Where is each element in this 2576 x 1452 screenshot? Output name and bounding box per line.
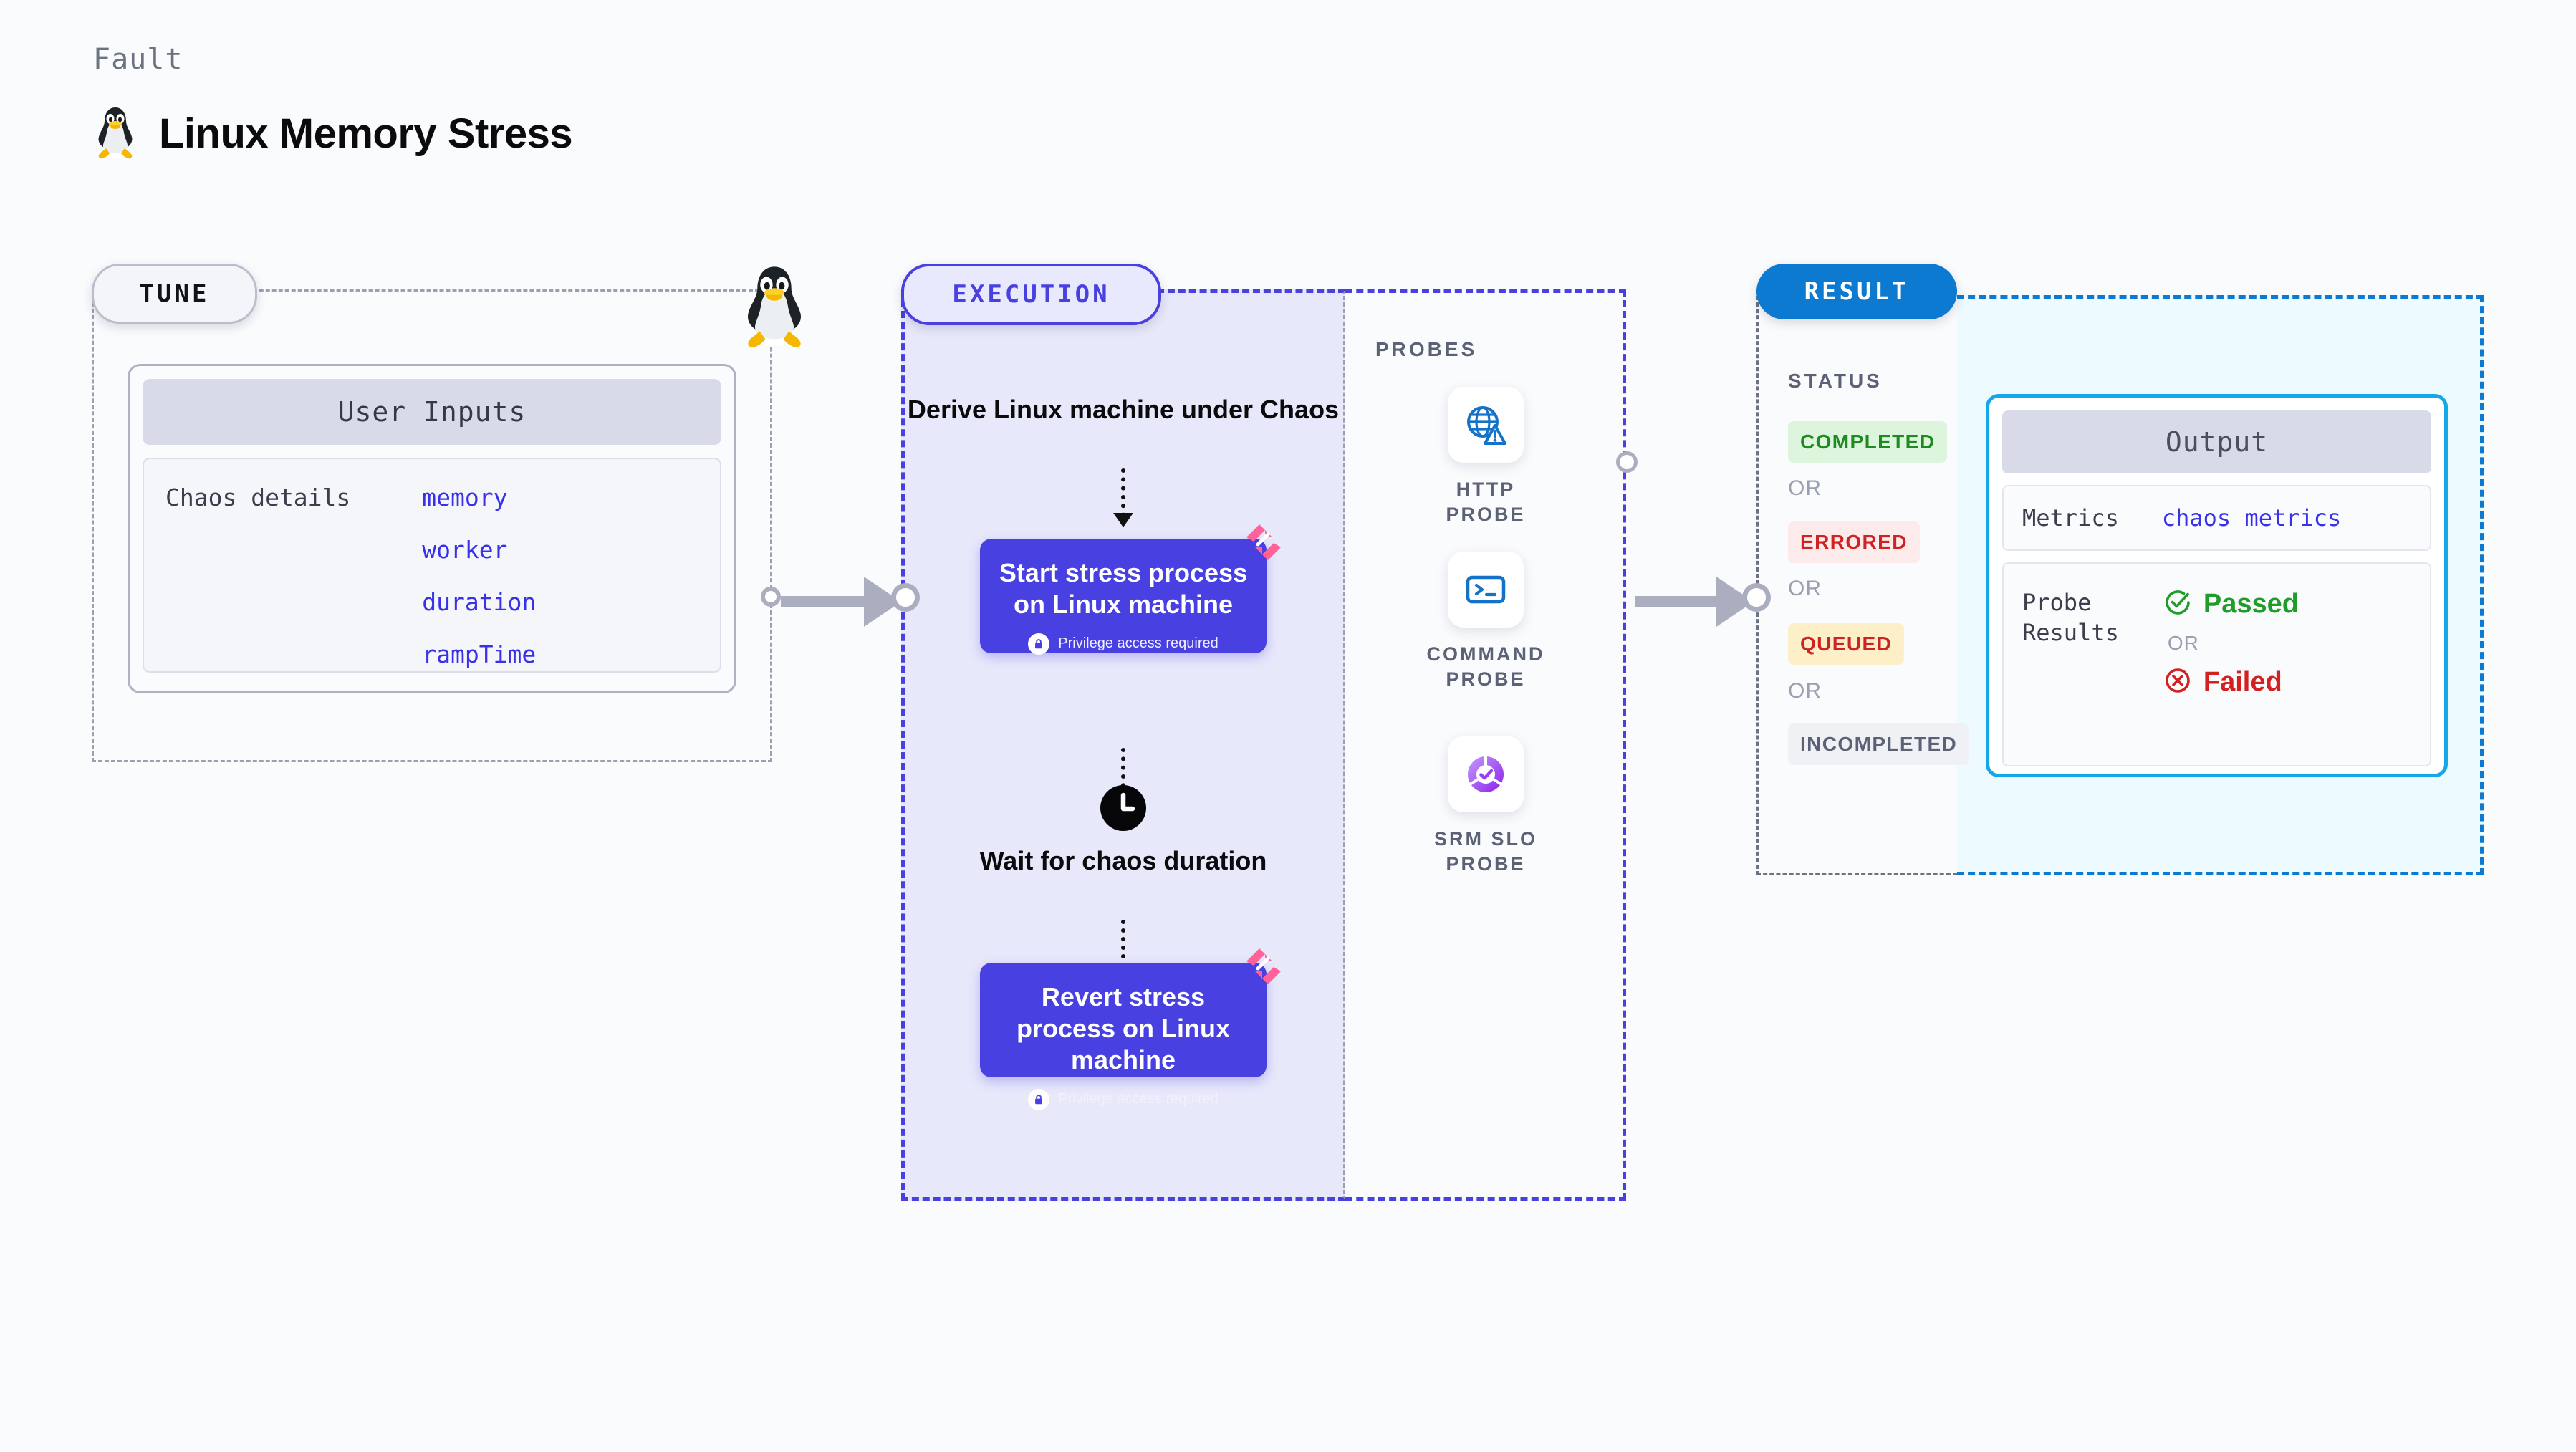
probe-label-command: COMMAND PROBE [1426,643,1545,690]
user-inputs-card: User Inputs Chaos details memory worker … [128,364,736,693]
or-separator: OR [1788,476,1822,500]
probe-results-values: Passed OR Failed [2163,588,2299,765]
flow-arrow-line [1121,748,1125,805]
connector-arrow-execution-to-result [1626,577,1771,627]
flow-arrow-tip [1113,513,1133,527]
chaos-details-label: Chaos details [165,484,351,511]
param-worker[interactable]: worker [422,536,508,564]
status-badge-completed: COMPLETED [1788,421,1948,463]
metrics-label: Metrics [2022,504,2119,532]
harness-chaos-mark-icon [1241,944,1285,989]
step-revert-stress-box[interactable]: Revert stress process on Linux machine P… [980,948,1281,1110]
probes-connector-dot [1616,451,1638,473]
result-pill-label[interactable]: RESULT [1756,264,1957,319]
fault-kicker: Fault [93,43,183,76]
connector-end-dot [1742,583,1771,612]
probe-result-passed: Passed [2163,588,2299,620]
status-title: STATUS [1788,370,1883,392]
probe-label-http: HTTP PROBE [1446,479,1526,525]
x-circle-icon [2163,666,2192,698]
privilege-note: Privilege access required [1058,1091,1219,1107]
page-header: Fault Linux Memory Stress [93,43,573,163]
passed-label: Passed [2203,589,2299,619]
probe-results-row: Probe Results Passed OR [2002,562,2431,766]
failed-label: Failed [2203,667,2282,697]
metrics-value[interactable]: chaos metrics [2161,504,2342,532]
status-badge-queued: QUEUED [1788,623,1905,665]
harness-chaos-mark-icon [1241,520,1285,564]
user-inputs-header: User Inputs [143,379,721,445]
probe-item-command[interactable]: COMMAND PROBE [1414,552,1557,691]
result-panel [1756,289,1957,875]
step-start-stress-label: Start stress process on Linux machine [999,558,1248,619]
page-title: Linux Memory Stress [159,110,573,157]
param-duration[interactable]: duration [422,588,537,616]
connector-shaft [781,596,867,607]
privilege-note: Privilege access required [1058,635,1219,652]
probe-item-http[interactable]: HTTP PROBE [1414,387,1557,527]
step-derive-label: Derive Linux machine under Chaos [907,395,1340,424]
connector-end-dot [891,583,920,612]
probe-item-srm-slo[interactable]: SRM SLO PROBE [1414,736,1557,876]
user-inputs-body: Chaos details memory worker duration ram… [143,458,721,673]
privilege-row: Privilege access required [991,633,1255,655]
metrics-row: Metrics chaos metrics [2002,485,2431,551]
privilege-row: Privilege access required [991,1088,1255,1110]
flow-arrow-line [1121,468,1125,526]
probe-results-label: Probe Results [2022,589,2119,646]
step-wait-label: Wait for chaos duration [979,846,1267,875]
tune-panel [92,289,772,762]
param-memory[interactable]: memory [422,484,508,511]
execution-pill-label[interactable]: EXECUTION [901,264,1161,325]
linux-tux-icon [739,262,809,348]
probe-result-failed: Failed [2163,666,2299,698]
connector-shaft [1635,596,1719,607]
terminal-icon [1448,552,1524,628]
param-ramptime[interactable]: rampTime [422,640,537,668]
flow-arrow-1 [1113,468,1133,527]
clock-icon [1099,784,1148,832]
status-badge-incompleted: INCOMPLETED [1788,723,1970,765]
flow-arrow-line [1121,920,1125,976]
or-separator: OR [2167,632,2199,654]
output-card: Output Metrics chaos metrics Probe Resul… [1986,394,2448,777]
output-header: Output [2002,410,2431,473]
fault-title-row: Linux Memory Stress [93,105,573,163]
or-separator: OR [1788,679,1822,703]
execution-flow: Derive Linux machine under Chaos Start s… [901,289,1345,1201]
linux-tux-icon [93,105,138,163]
tune-pill-label[interactable]: TUNE [92,264,257,324]
chaos-params-list: memory worker duration rampTime [422,484,537,668]
check-circle-icon [2163,588,2192,620]
status-badge-errored: ERRORED [1788,521,1920,563]
lock-icon [1028,633,1050,655]
or-separator: OR [1788,577,1822,600]
connector-arrow-tune-to-execution [761,577,920,627]
step-start-stress-box[interactable]: Start stress process on Linux machine Pr… [980,524,1281,655]
probe-label-srm-slo: SRM SLO PROBE [1433,828,1537,875]
globe-warning-icon [1448,387,1524,463]
lock-icon [1028,1088,1050,1110]
connector-start-dot [761,587,781,607]
step-revert-stress-label: Revert stress process on Linux machine [1016,982,1231,1074]
probes-title: PROBES [1375,338,1478,360]
slo-donut-check-icon [1448,736,1524,812]
